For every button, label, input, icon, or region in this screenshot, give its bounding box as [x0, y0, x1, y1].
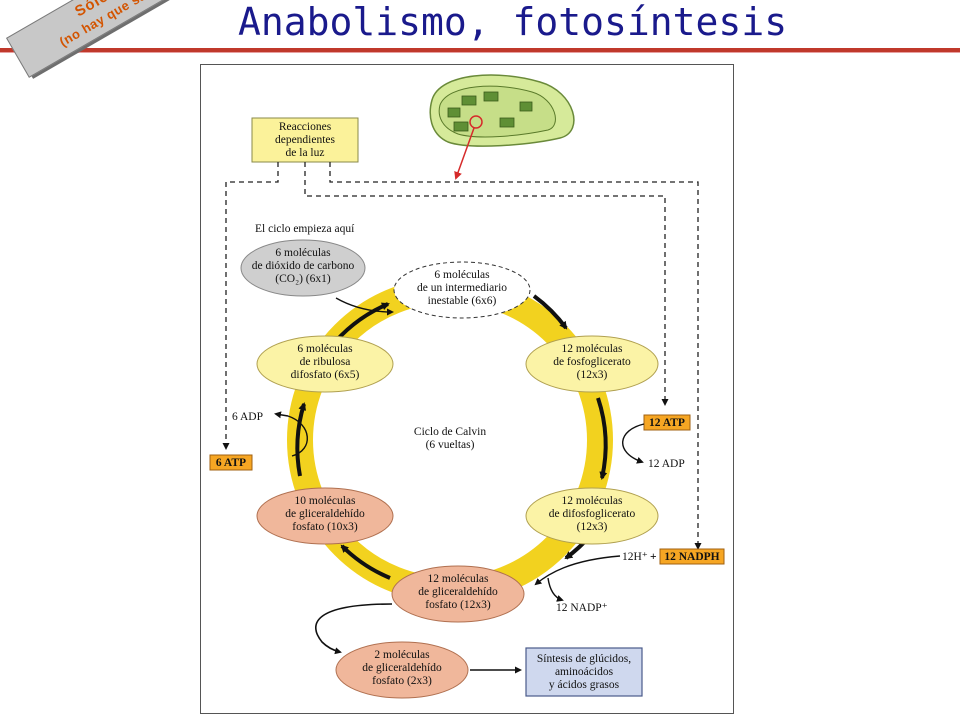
- atp6-box: 6 ATP: [209, 454, 253, 471]
- h12-label: 12H⁺: [622, 551, 648, 563]
- header-rule: [0, 48, 960, 52]
- node-bpg-line1: 12 moléculas: [562, 495, 624, 507]
- chloroplast-icon: [429, 74, 575, 180]
- light-box-line2: dependientes: [275, 134, 336, 146]
- adp6-label: 6 ADP: [232, 411, 263, 423]
- page-title: Anabolismo, fotosíntesis: [238, 0, 788, 44]
- synthesis-line2: aminoácidos: [555, 666, 614, 678]
- node-g3p10-line2: de gliceraldehído: [285, 508, 365, 520]
- center-label-line1: Ciclo de Calvin: [414, 426, 486, 438]
- atp12-label: 12 ATP: [649, 417, 685, 429]
- light-box-line3: de la luz: [286, 147, 325, 159]
- synthesis-line3: y ácidos grasos: [549, 679, 620, 691]
- nadph-arrow: [534, 555, 621, 586]
- light-reactions-box: Reacciones dependientes de la luz: [251, 117, 359, 163]
- node-g3p2-line3: fosfato (2x3): [372, 675, 432, 687]
- node-g3p2-line2: de gliceraldehído: [362, 662, 442, 674]
- header-rule-shadow: [0, 52, 960, 53]
- node-g3p10-line3: fosfato (10x3): [292, 521, 358, 533]
- nadph12-box: 12 NADPH: [659, 548, 725, 565]
- synthesis-line1: Síntesis de glúcidos,: [537, 653, 631, 665]
- node-intermediate: 6 moléculas de un intermediario inestabl…: [393, 261, 531, 319]
- synthesis-box: Síntesis de glúcidos, aminoácidos y ácid…: [525, 647, 643, 697]
- atp12-arrow: [622, 423, 645, 464]
- node-pga-line3: (12x3): [577, 369, 608, 381]
- node-bpg: 12 moléculas de difosfoglicerato (12x3): [525, 487, 659, 545]
- node-co2-line2: de dióxido de carbono: [252, 260, 355, 272]
- node-pga: 12 moléculas de fosfoglicerato (12x3): [525, 335, 659, 393]
- plus-sign: +: [650, 551, 657, 563]
- node-rubp: 6 moléculas de ribulosa difosfato (6x5): [256, 335, 394, 393]
- node-g3p12-line1: 12 moléculas: [428, 573, 490, 585]
- node-g3p10-line1: 10 moléculas: [295, 495, 357, 507]
- node-g3p12: 12 moléculas de gliceraldehído fosfato (…: [391, 565, 525, 623]
- center-label-line2: (6 vueltas): [426, 439, 475, 451]
- atp6-label: 6 ATP: [216, 457, 246, 469]
- adp12-label: 12 ADP: [648, 458, 685, 470]
- node-intermediate-line2: de un intermediario: [417, 282, 507, 294]
- node-rubp-line3: difosfato (6x5): [291, 369, 360, 381]
- node-intermediate-line3: inestable (6x6): [428, 295, 497, 307]
- node-bpg-line3: (12x3): [577, 521, 608, 533]
- node-rubp-line2: de ribulosa: [300, 356, 351, 368]
- atp12-box: 12 ATP: [643, 414, 691, 431]
- node-co2: 6 moléculas de dióxido de carbono (CO₂) …: [240, 239, 366, 297]
- atp6-arrow: [287, 415, 308, 457]
- node-g3p12-line2: de gliceraldehído: [418, 586, 498, 598]
- node-intermediate-line1: 6 moléculas: [434, 269, 490, 281]
- nadph12-label: 12 NADPH: [664, 551, 719, 563]
- co2-input-arrow: [335, 297, 394, 316]
- start-label: El ciclo empieza aquí: [255, 223, 355, 235]
- node-co2-line1: 6 moléculas: [275, 247, 331, 259]
- node-g3p12-line3: fosfato (12x3): [425, 599, 491, 611]
- node-bpg-line2: de difosfoglicerato: [549, 508, 636, 520]
- node-g3p2: 2 moléculas de gliceraldehído fosfato (2…: [335, 641, 469, 699]
- node-g3p2-line1: 2 moléculas: [374, 649, 430, 661]
- exit-arrow: [314, 603, 393, 655]
- node-rubp-line1: 6 moléculas: [297, 343, 353, 355]
- dashed-supply-lines: [222, 162, 702, 550]
- node-co2-line3: (CO₂) (6x1): [275, 273, 331, 285]
- nadp12-label: 12 NADP⁺: [556, 602, 608, 614]
- node-pga-line2: de fosfoglicerato: [553, 356, 631, 368]
- node-g3p10: 10 moléculas de gliceraldehído fosfato (…: [256, 487, 394, 545]
- adp6-arrow: [274, 411, 289, 419]
- light-box-line1: Reacciones: [279, 121, 332, 133]
- node-pga-line1: 12 moléculas: [562, 343, 624, 355]
- nadp-arrow: [547, 577, 564, 602]
